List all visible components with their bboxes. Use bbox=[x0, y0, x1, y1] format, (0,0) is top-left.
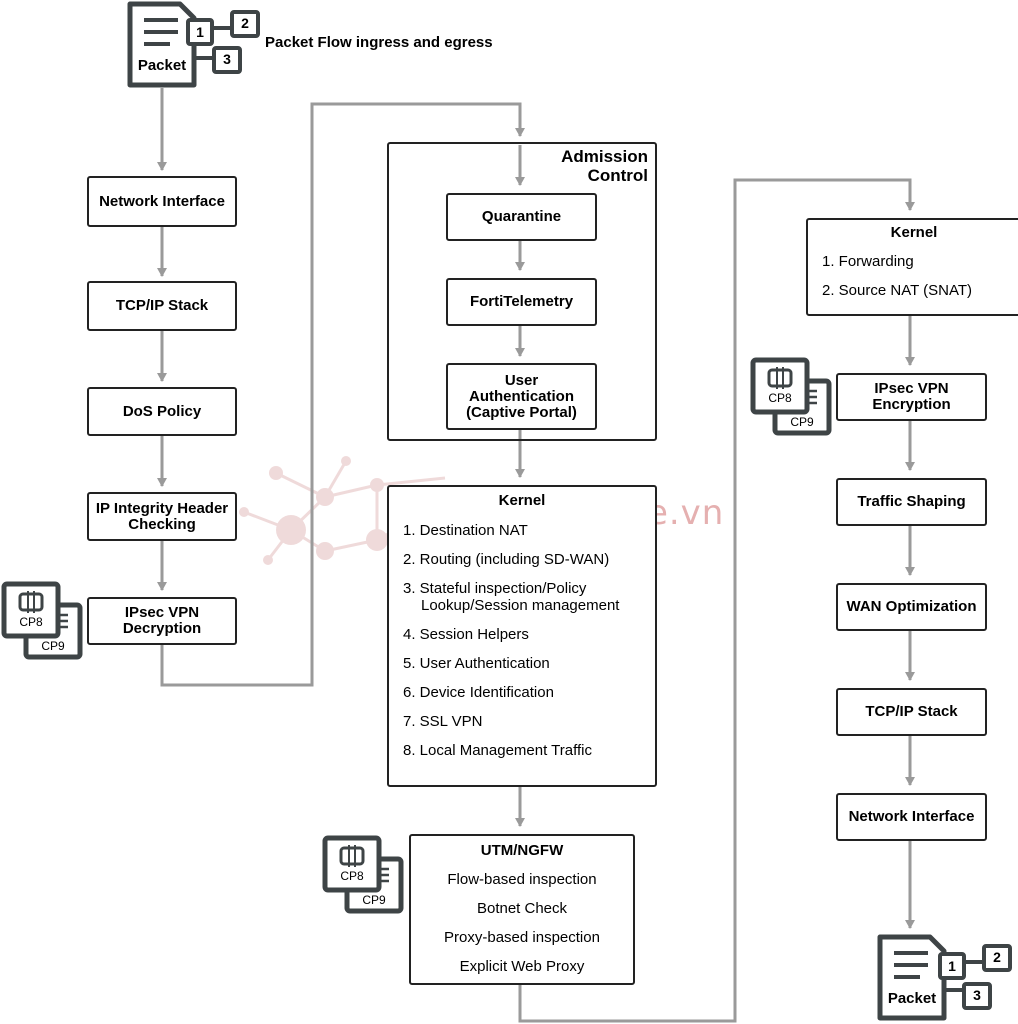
kernel-center: Kernel 1. Destination NAT 2. Routing (in… bbox=[387, 485, 657, 787]
packet-icon bbox=[127, 1, 260, 88]
kernel-item-routing: 2. Routing (including SD-WAN) bbox=[403, 551, 610, 568]
ingress-tcpip-stack: TCP/IP Stack bbox=[87, 281, 237, 331]
cp9-label: CP9 bbox=[41, 639, 65, 653]
watermark-network-icon bbox=[239, 456, 446, 565]
kernel-item-device-identification: 6. Device Identification bbox=[403, 684, 554, 701]
cp-chip-icon bbox=[1, 581, 83, 660]
cp-chip-icon bbox=[322, 835, 404, 914]
utm-item-explicit-web-proxy: Explicit Web Proxy bbox=[459, 958, 585, 975]
kernel-item-ssl-vpn: 7. SSL VPN bbox=[403, 713, 483, 730]
ipsec-vpn-encryption: IPsec VPN Encryption bbox=[836, 373, 987, 421]
cp-badge-group bbox=[1, 357, 832, 914]
packet-icon-egress bbox=[877, 934, 1012, 1021]
traffic-shaping: Traffic Shaping bbox=[836, 478, 987, 526]
ipsec-vpn-decryption: IPsec VPN Decryption bbox=[87, 597, 237, 645]
wan-optimization: WAN Optimization bbox=[836, 583, 987, 631]
badge-3-egress: 3 bbox=[973, 987, 981, 1003]
fortitelemetry: FortiTelemetry bbox=[446, 278, 597, 326]
user-authentication-captive-portal: User Authentication (Captive Portal) bbox=[446, 363, 597, 430]
kernel-item-stateful-inspection: 3. Stateful inspection/Policy bbox=[403, 580, 587, 597]
packet-label-egress: Packet bbox=[887, 990, 937, 1007]
utm-ngfw: UTM/NGFW Flow-based inspection Botnet Ch… bbox=[409, 834, 635, 985]
badge-2: 2 bbox=[241, 15, 249, 31]
utm-item-proxy-based: Proxy-based inspection bbox=[444, 929, 600, 946]
admission-control-frame bbox=[387, 142, 657, 441]
utm-title: UTM/NGFW bbox=[480, 842, 564, 859]
cp8-label: CP8 bbox=[340, 869, 364, 883]
kernel-center-title: Kernel bbox=[498, 492, 546, 509]
kernel-right-item-snat: 2. Source NAT (SNAT) bbox=[822, 282, 973, 299]
cp-chip-icon bbox=[750, 357, 832, 436]
egress-tcpip-stack: TCP/IP Stack bbox=[836, 688, 987, 736]
egress-network-interface: Network Interface bbox=[836, 793, 987, 841]
cp8-label: CP8 bbox=[768, 391, 792, 405]
badge-3: 3 bbox=[223, 51, 231, 67]
ip-integrity-header-checking: IP Integrity Header Checking bbox=[87, 492, 237, 541]
badge-1: 1 bbox=[196, 24, 204, 40]
kernel-item-session-helpers: 4. Session Helpers bbox=[403, 626, 529, 643]
kernel-item-stateful-inspection-cont: Lookup/Session management bbox=[421, 597, 620, 614]
kernel-right-title: Kernel bbox=[890, 224, 938, 241]
diagram-title: Packet Flow ingress and egress bbox=[265, 34, 493, 51]
cp9-label: CP9 bbox=[362, 893, 386, 907]
cp9-label: CP9 bbox=[790, 415, 814, 429]
badge-2-egress: 2 bbox=[993, 949, 1001, 965]
admission-control-title: Admission Control bbox=[561, 147, 648, 185]
dos-policy: DoS Policy bbox=[87, 387, 237, 436]
ingress-network-interface: Network Interface bbox=[87, 176, 237, 227]
utm-item-flow-based: Flow-based inspection bbox=[447, 871, 597, 888]
packet-label: Packet bbox=[137, 57, 187, 74]
kernel-item-user-authentication: 5. User Authentication bbox=[403, 655, 550, 672]
kernel-right-item-forwarding: 1. Forwarding bbox=[822, 253, 914, 270]
kernel-item-local-management: 8. Local Management Traffic bbox=[403, 742, 592, 759]
cp8-label: CP8 bbox=[19, 615, 43, 629]
kernel-right: Kernel 1. Forwarding 2. Source NAT (SNAT… bbox=[806, 218, 1018, 316]
badge-1-egress: 1 bbox=[948, 958, 956, 974]
utm-item-botnet-check: Botnet Check bbox=[476, 900, 568, 917]
quarantine: Quarantine bbox=[446, 193, 597, 241]
kernel-item-destination-nat: 1. Destination NAT bbox=[403, 522, 528, 539]
